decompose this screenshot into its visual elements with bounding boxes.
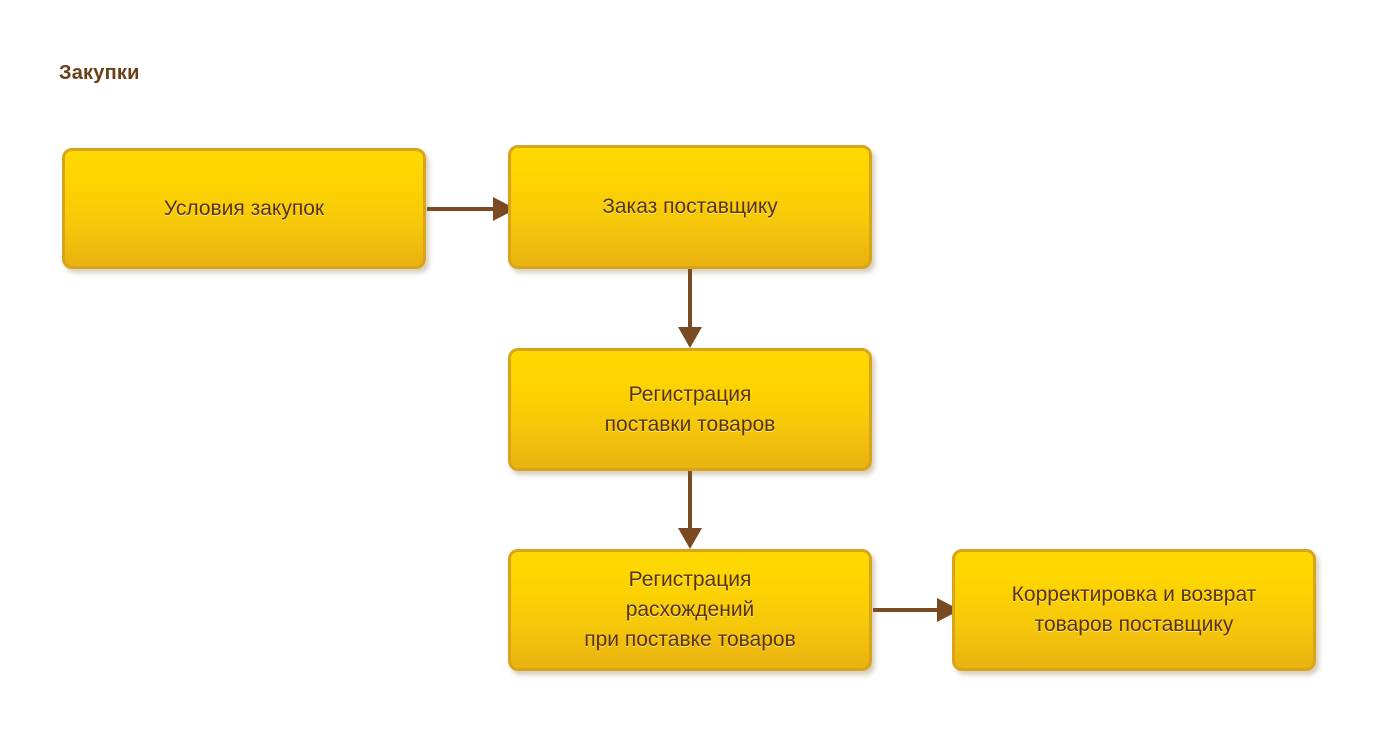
node-supplier-order-label: Заказ поставщику bbox=[602, 195, 778, 218]
node-purchase-terms-label: Условия закупок bbox=[163, 196, 325, 220]
edge-goods-delivery-to-delivery-discrep bbox=[678, 471, 702, 549]
node-goods-delivery[interactable]: Регистрация поставки товаров bbox=[508, 348, 872, 471]
edge-supplier-order-to-goods-delivery bbox=[678, 269, 702, 348]
node-supplier-order[interactable]: Заказ поставщику bbox=[508, 145, 872, 269]
edge-delivery-discrep-to-correction-return bbox=[873, 598, 960, 622]
node-delivery-discrep[interactable]: Регистрация расхождений при поставке тов… bbox=[508, 549, 872, 671]
node-purchase-terms[interactable]: Условия закупок bbox=[62, 148, 426, 269]
node-correction-return-label: Корректировка и возврат товаров поставщи… bbox=[1011, 583, 1257, 636]
node-delivery-discrep-label: Регистрация расхождений при поставке тов… bbox=[584, 568, 796, 651]
page-title: Закупки bbox=[59, 62, 140, 84]
edge-purchase-terms-to-supplier-order bbox=[427, 197, 516, 221]
node-goods-delivery-label: Регистрация поставки товаров bbox=[604, 382, 776, 436]
node-correction-return[interactable]: Корректировка и возврат товаров поставщи… bbox=[952, 549, 1316, 671]
